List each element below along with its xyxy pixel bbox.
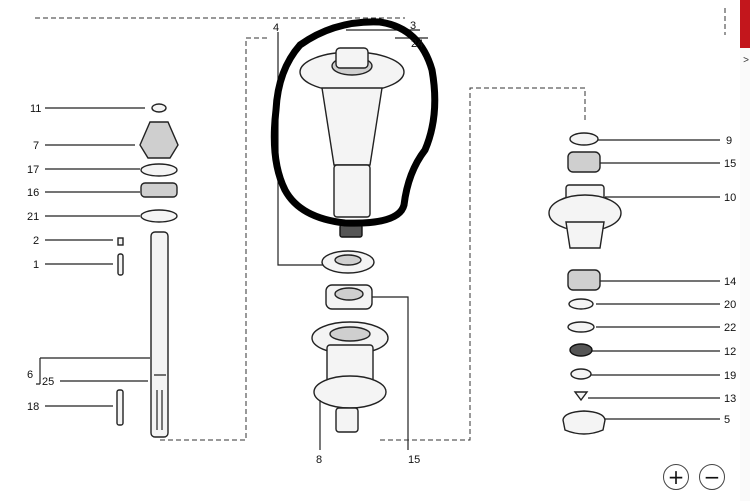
part-15-bearing-bore bbox=[334, 287, 364, 301]
part-8-top-bore bbox=[329, 326, 371, 342]
callout-1: 1 bbox=[33, 259, 39, 271]
left-shaft-assembly bbox=[36, 103, 179, 438]
callout-7: 7 bbox=[33, 140, 39, 152]
callout-20: 20 bbox=[724, 299, 736, 311]
callout-17: 17 bbox=[27, 164, 39, 176]
minus-icon: − bbox=[703, 465, 721, 489]
part-24-splined-end bbox=[339, 224, 363, 238]
callout-labels: 11 7 17 16 21 2 1 6 25 18 4 3 24 8 15 9 … bbox=[27, 20, 736, 466]
highlight-circle bbox=[270, 18, 439, 227]
part-8-spigot bbox=[335, 407, 359, 433]
part-19-nut bbox=[570, 368, 592, 380]
callout-24: 24 bbox=[411, 38, 423, 50]
callout-9: 9 bbox=[726, 135, 732, 147]
callout-22: 22 bbox=[724, 322, 736, 334]
part-18-pin bbox=[116, 389, 124, 426]
part-16-bearing bbox=[140, 182, 178, 198]
leader-6 bbox=[36, 357, 150, 385]
part-7-bevel-gear bbox=[139, 121, 179, 159]
part-8-flange bbox=[313, 375, 387, 409]
part-4-ring-inner bbox=[334, 254, 362, 266]
callout-19: 19 bbox=[724, 370, 736, 382]
callout-15-middle: 15 bbox=[408, 454, 420, 466]
leader-15b bbox=[372, 296, 409, 450]
part-3-stem bbox=[333, 164, 371, 218]
callout-11: 11 bbox=[30, 103, 41, 115]
link-middle-right bbox=[380, 87, 586, 441]
callout-25: 25 bbox=[42, 376, 54, 388]
plus-icon: + bbox=[667, 465, 685, 489]
callout-16: 16 bbox=[27, 187, 39, 199]
part-12-circlip bbox=[569, 343, 593, 357]
callout-15-right: 15 bbox=[724, 158, 736, 170]
callout-14: 14 bbox=[724, 276, 736, 288]
part-10-hub-body bbox=[565, 221, 605, 249]
right-hub-assembly bbox=[548, 132, 720, 435]
callout-4: 4 bbox=[273, 22, 279, 34]
zoom-in-button[interactable]: + bbox=[663, 464, 689, 490]
part-22-ring bbox=[567, 321, 595, 333]
callout-13: 13 bbox=[724, 393, 736, 405]
part-3-cone bbox=[321, 87, 383, 166]
callout-2: 2 bbox=[33, 235, 39, 247]
callout-18: 18 bbox=[27, 401, 39, 413]
callout-10: 10 bbox=[724, 192, 736, 204]
part-2-small-key bbox=[117, 237, 124, 246]
callout-21: 21 bbox=[27, 211, 39, 223]
callout-3: 3 bbox=[410, 20, 416, 32]
part-17-washer bbox=[140, 163, 178, 177]
link-left-bottom bbox=[160, 37, 270, 441]
side-panel-strip: > bbox=[740, 0, 750, 501]
callout-6: 6 bbox=[27, 369, 33, 381]
side-arrow-icon[interactable]: > bbox=[743, 55, 749, 66]
part-11-ring bbox=[151, 103, 167, 113]
middle-housing-assembly bbox=[270, 18, 439, 450]
part-21-spacer bbox=[140, 209, 178, 223]
part-14-bearing bbox=[567, 269, 601, 291]
callout-8: 8 bbox=[316, 454, 322, 466]
part-5-cap bbox=[562, 410, 606, 435]
part-1-key bbox=[117, 253, 124, 276]
part-6-shaft bbox=[150, 231, 169, 438]
flange-top-sleeve bbox=[335, 47, 369, 69]
shaft-groove bbox=[154, 374, 166, 430]
callout-12: 12 bbox=[724, 346, 736, 358]
part-13-cone-washer bbox=[573, 391, 589, 402]
side-accent-tab[interactable] bbox=[740, 0, 750, 48]
part-15-upper-bearing bbox=[567, 151, 601, 173]
zoom-out-button[interactable]: − bbox=[699, 464, 725, 490]
part-20-washer bbox=[568, 298, 594, 310]
callout-5: 5 bbox=[724, 414, 730, 426]
part-9-seal bbox=[569, 132, 599, 146]
